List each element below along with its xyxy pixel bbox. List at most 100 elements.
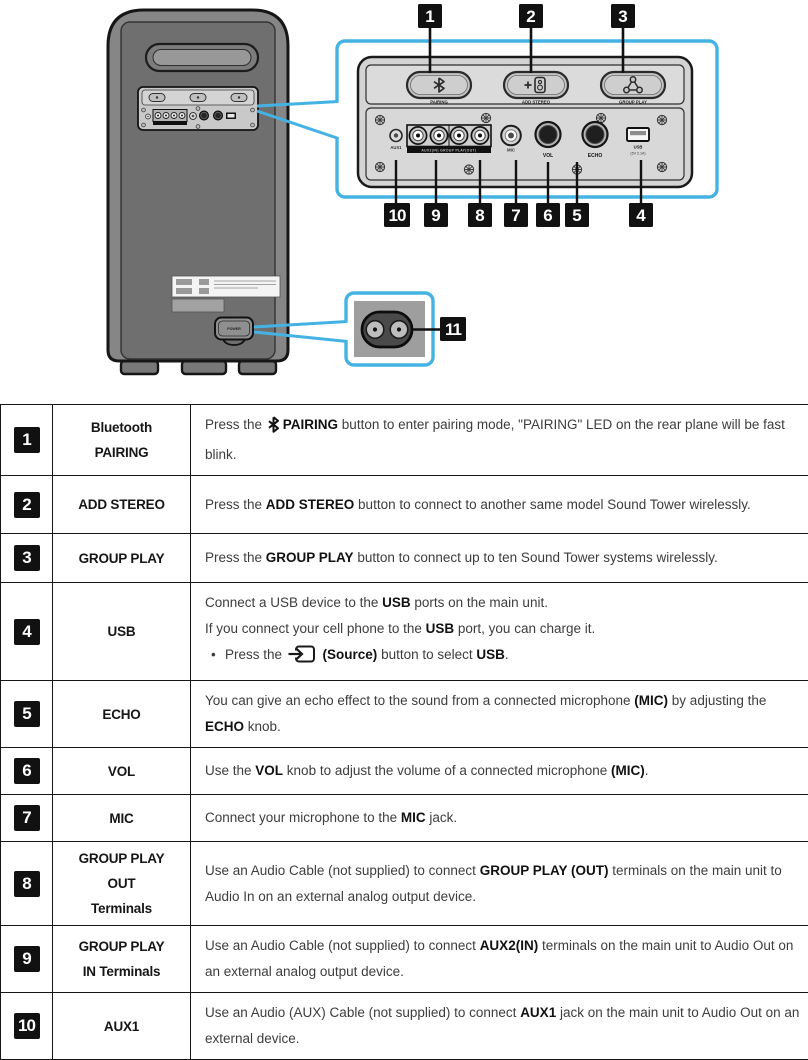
power-callout-box bbox=[253, 291, 435, 367]
tower-power-inlet: POWER bbox=[214, 316, 254, 346]
badge-1 bbox=[418, 4, 442, 28]
pairing-button: PAIRING bbox=[405, 70, 473, 105]
row-number-badge: 6 bbox=[13, 758, 40, 784]
row-number-cell: 1 bbox=[1, 405, 53, 475]
row-number-badge: 4 bbox=[13, 618, 40, 645]
row-number-cell: 5 bbox=[1, 681, 53, 747]
badge-7-number: 7 bbox=[511, 206, 520, 225]
row-number-badge: 1 bbox=[13, 427, 40, 453]
badge-11 bbox=[440, 317, 466, 341]
badge-5-number: 5 bbox=[572, 206, 581, 225]
row-name: USB bbox=[53, 583, 191, 680]
mic-jack: MIC bbox=[500, 124, 522, 153]
group-play-icon bbox=[625, 78, 641, 91]
rear-panel-diagram: POWER PAIRING bbox=[0, 0, 808, 400]
tower-foot-left bbox=[119, 359, 160, 376]
badge-10 bbox=[384, 203, 410, 227]
badge-6-number: 6 bbox=[543, 206, 552, 225]
table-row: 3 GROUP PLAY Press the GROUP PLAY button t… bbox=[1, 534, 808, 583]
row-number-badge: 10 bbox=[13, 1013, 40, 1039]
usb-port: USB (5V 2.1A) bbox=[626, 127, 650, 156]
echo-knob: ECHO bbox=[581, 120, 609, 159]
power-inlet-label: POWER bbox=[227, 327, 241, 331]
row-name: GROUP PLAY bbox=[53, 534, 191, 582]
row-description: You can give an echo effect to the sound… bbox=[205, 693, 767, 734]
table-row: 10 AUX1 Use an Audio (AUX) Cable (not supp… bbox=[1, 993, 808, 1060]
row-description: Connect a USB device to the USB ports on… bbox=[191, 583, 808, 680]
badge-9 bbox=[424, 203, 448, 227]
badge-4-number: 4 bbox=[636, 206, 646, 225]
row-number-badge: 2 bbox=[13, 491, 40, 518]
row-number-cell: 8 bbox=[1, 842, 53, 925]
bluetooth-icon bbox=[433, 77, 445, 93]
tower-illustration: POWER bbox=[106, 8, 290, 376]
tower-connection-panel bbox=[137, 86, 259, 131]
row-number-badge: 3 bbox=[13, 545, 40, 571]
badge-3 bbox=[611, 4, 635, 28]
badge-2-number: 2 bbox=[526, 7, 535, 26]
pairing-label: PAIRING bbox=[430, 100, 448, 105]
row-description: Use the VOL knob to adjust the volume of… bbox=[205, 763, 649, 778]
row-name: ECHO bbox=[53, 681, 191, 747]
bluetooth-icon bbox=[267, 416, 280, 442]
aux1-label: AUX1 bbox=[390, 145, 402, 150]
row-number-cell: 2 bbox=[1, 476, 53, 533]
row-number-badge: 7 bbox=[13, 805, 40, 831]
table-row: 7 MIC Connect your microphone to the MIC j… bbox=[1, 795, 808, 842]
tower-foot-right bbox=[237, 359, 278, 376]
row-number-cell: 4 bbox=[1, 583, 53, 680]
group-play-button: GROUP PLAY bbox=[599, 70, 667, 105]
add-stereo-label: ADD STEREO bbox=[522, 100, 551, 105]
aux1-jack: AUX1 bbox=[389, 128, 403, 150]
group-play-out-terminal bbox=[408, 126, 428, 145]
usb-rating-label: (5V 2.1A) bbox=[630, 152, 645, 156]
badge-3-number: 3 bbox=[618, 7, 627, 26]
aux2-in-terminal bbox=[449, 126, 469, 145]
badge-4 bbox=[629, 203, 653, 227]
rating-sticker bbox=[171, 275, 281, 313]
callout-badges: 1 2 3 10 9 8 7 6 5 4 11 bbox=[384, 4, 653, 341]
row-description: Press the ADD STEREO button to connect t… bbox=[205, 496, 751, 512]
badge-10-number: 10 bbox=[389, 206, 406, 225]
row-name: AUX1 bbox=[53, 993, 191, 1059]
rca-terminals: AUX2(IN) GROUP PLAY(OUT) bbox=[406, 124, 492, 153]
add-stereo-button: ADD STEREO bbox=[502, 70, 570, 105]
row-description: Press the GROUP PLAY button to connect u… bbox=[205, 550, 718, 565]
row-number-cell: 6 bbox=[1, 748, 53, 794]
vol-knob: VOL bbox=[534, 120, 562, 159]
rca-bar-label: AUX2(IN) GROUP PLAY(OUT) bbox=[422, 149, 477, 153]
vol-label: VOL bbox=[543, 153, 553, 159]
badge-5 bbox=[565, 203, 589, 227]
usb-label: USB bbox=[634, 145, 643, 150]
tower-foot-center bbox=[180, 359, 228, 376]
group-play-label: GROUP PLAY bbox=[619, 100, 647, 105]
badge-2 bbox=[519, 4, 543, 28]
row-name: VOL bbox=[53, 748, 191, 794]
callout-lines bbox=[394, 28, 643, 331]
row-name: MIC bbox=[53, 795, 191, 841]
echo-label: ECHO bbox=[588, 153, 603, 159]
row-number-cell: 9 bbox=[1, 926, 53, 992]
badge-6 bbox=[536, 203, 560, 227]
row-description: Use an Audio (AUX) Cable (not supplied) … bbox=[205, 1005, 800, 1046]
badge-1-number: 1 bbox=[425, 7, 434, 26]
add-stereo-icon bbox=[524, 81, 532, 89]
row-number-cell: 7 bbox=[1, 795, 53, 841]
row-number-badge: 9 bbox=[13, 946, 40, 972]
table-row: 6 VOL Use the VOL knob to adjust the volum… bbox=[1, 748, 808, 795]
row-description: Press the PAIRING button to enter pairin… bbox=[205, 416, 785, 462]
mic-label: MIC bbox=[507, 148, 516, 153]
row-description: Connect your microphone to the MIC jack. bbox=[205, 810, 458, 825]
badge-8-number: 8 bbox=[475, 206, 484, 225]
row-number-badge: 8 bbox=[13, 870, 40, 897]
